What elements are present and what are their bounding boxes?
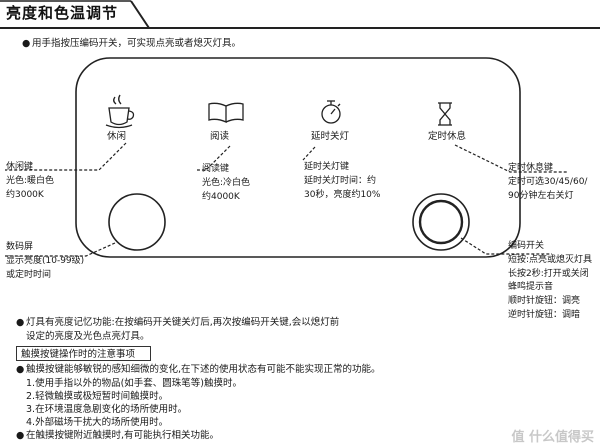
control-panel-diagram <box>5 57 568 258</box>
touch-intro: 触摸按键能够敏锐的感知细微的变化,在下述的使用状态有可能不能实现正常的功能。 <box>26 364 381 375</box>
display-callout-title: 数码屏 <box>6 242 34 252</box>
timer-callout: 定时休息键 定时可选30/45/60/ 90分钟左右关灯 <box>508 162 587 203</box>
encoder-callout-counterclockwise: 逆时针旋钮：调暗 <box>508 309 581 320</box>
section-title: 亮度和色温调节 <box>6 4 119 22</box>
touch-last: 在触摸按键附近触摸时,有可能执行相关功能。 <box>26 430 220 441</box>
encoder-knob <box>412 193 470 251</box>
touch-item-3: 3.在环境温度急剧变化的场所使用时。 <box>26 404 188 415</box>
digital-display <box>108 193 166 251</box>
reading-callout-color: 光色:冷白色 <box>202 177 251 188</box>
touch-item-1: 1.使用手指以外的物品(如手套、圆珠笔等)触摸时。 <box>26 378 242 389</box>
touch-bullet: ● <box>16 364 25 375</box>
touch-item-4: 4.外部磁场干扰大的场所使用时。 <box>26 417 169 428</box>
leisure-callout-title: 休闲键 <box>6 162 34 172</box>
memory-bullet: ● <box>16 317 25 328</box>
stopwatch-icon <box>321 100 341 124</box>
timer-callout-title: 定时休息键 <box>508 163 554 173</box>
watermark-logo: 值 什么值得买 <box>511 430 594 445</box>
coffee-cup-icon <box>105 94 135 129</box>
encoder-callout-short-press: 短按:点亮或熄灭灯具 <box>508 254 593 265</box>
display-callout: 数码屏 显示亮度(10-99级) 或定时时间 <box>6 241 84 282</box>
leisure-callout-color: 光色:暖白色 <box>6 175 55 186</box>
panel-outline <box>75 57 521 258</box>
delay-callout: 延时关灯键 延时关灯时间：约 30秒，亮度约10% <box>304 161 380 202</box>
encoder-callout-beep: 蜂鸣提示音 <box>508 282 554 293</box>
display-callout-time: 或定时时间 <box>6 269 52 280</box>
leader-lines <box>5 142 568 257</box>
leisure-label: 休闲 <box>107 131 127 142</box>
leisure-callout: 休闲键 光色:暖白色 约3000K <box>6 161 54 202</box>
touch-notice-heading: 触摸按键操作时的注意事项 <box>16 346 151 361</box>
book-icon <box>208 102 244 123</box>
encoder-callout-long-press: 长按2秒:打开或关闭 <box>508 268 589 279</box>
hourglass-icon <box>438 102 452 126</box>
leisure-callout-kelvin: 约3000K <box>6 189 44 200</box>
reading-callout-title: 阅读键 <box>202 164 230 174</box>
intro-bullet: ● <box>22 38 31 49</box>
encoder-callout: 编码开关 短按:点亮或熄灭灯具 长按2秒:打开或关闭 蜂鸣提示音 顺时针旋钮：调… <box>508 240 592 323</box>
reading-callout: 阅读键 光色:冷白色 约4000K <box>202 163 250 204</box>
memory-line1: 灯具有亮度记忆功能:在按编码开关键关灯后,再次按编码开关键,会以熄灯前 <box>26 317 340 328</box>
reading-label: 阅读 <box>210 131 230 142</box>
touch-item-2: 2.轻微触摸或极短暂时间触摸时。 <box>26 391 169 402</box>
section-header-bar <box>0 0 600 29</box>
delay-callout-time: 延时关灯时间：约 <box>304 175 377 186</box>
timer-callout-options: 定时可选30/45/60/ <box>508 176 588 187</box>
touch-last-bullet: ● <box>16 430 25 441</box>
delay-off-label: 延时关灯 <box>311 131 350 142</box>
timer-callout-result: 90分钟左右关灯 <box>508 190 574 201</box>
delay-callout-title: 延时关灯键 <box>304 162 350 172</box>
display-callout-range: 显示亮度(10-99级) <box>6 255 85 266</box>
timer-rest-label: 定时休息 <box>428 131 467 142</box>
reading-callout-kelvin: 约4000K <box>202 191 240 202</box>
delay-callout-brightness: 30秒，亮度约10% <box>304 189 381 200</box>
encoder-callout-title: 编码开关 <box>508 241 545 251</box>
memory-line2: 设定的亮度及光色点亮灯具。 <box>26 331 150 342</box>
intro-text: 用手指按压编码开关，可实现点亮或者熄灭灯具。 <box>32 38 242 49</box>
encoder-callout-clockwise: 顺时针旋钮：调亮 <box>508 296 581 307</box>
